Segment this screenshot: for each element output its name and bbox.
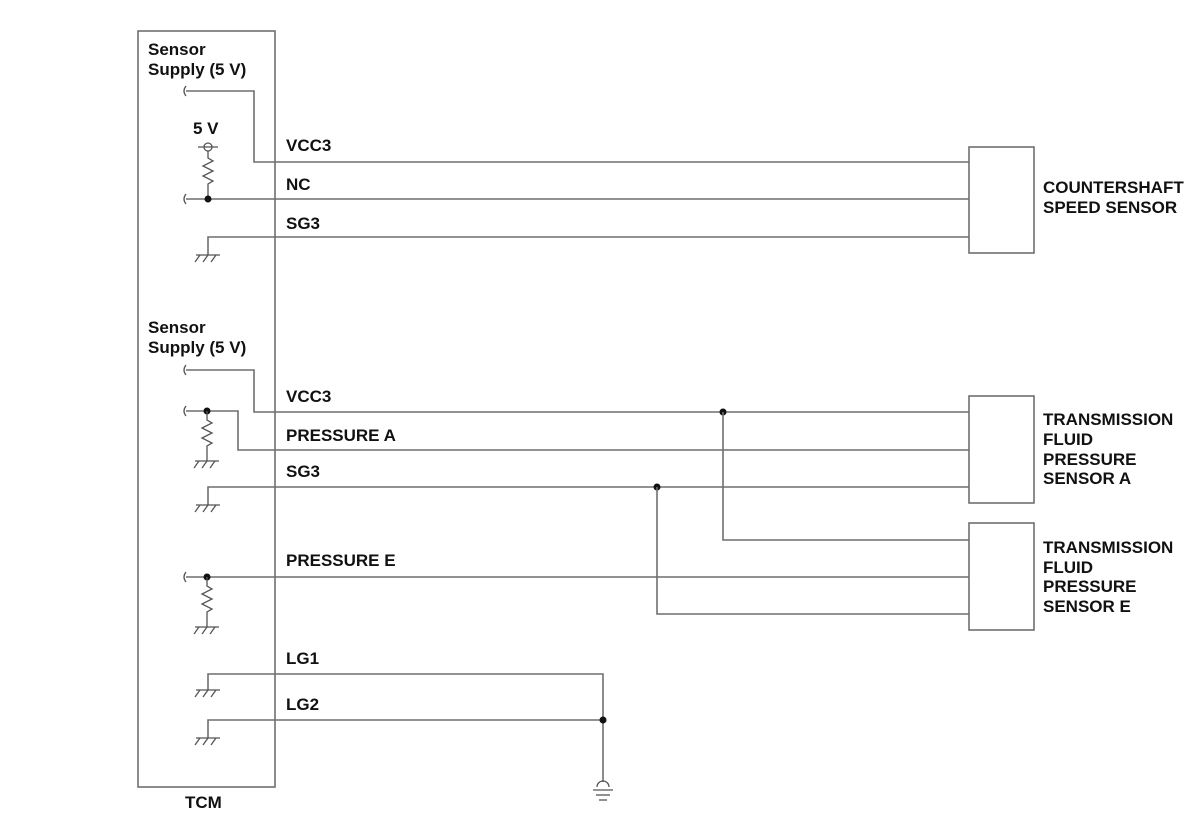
pull-down-resistor-a	[200, 411, 214, 461]
terminal-mark	[183, 405, 187, 417]
pressure-sensor-e-box	[968, 522, 1035, 631]
wire-sg3-top	[207, 236, 969, 255]
tcm-label: TCM	[185, 793, 222, 812]
ground-icon	[193, 460, 219, 469]
label-pressure-a: PRESSURE A	[286, 426, 396, 445]
terminal-mark	[183, 193, 187, 205]
sensor-e-label-1: TRANSMISSION	[1043, 538, 1173, 557]
label-sg3-top: SG3	[286, 214, 320, 233]
junction-dot	[204, 195, 212, 203]
terminal-mark	[183, 364, 187, 376]
five-v-label: 5 V	[193, 119, 219, 138]
wire-pressure-a	[186, 410, 969, 451]
junction-dot	[599, 716, 607, 724]
wire-vcc3-branch-e	[722, 412, 969, 541]
wire-sg3-branch-e	[656, 487, 969, 615]
terminal-mark	[183, 85, 187, 97]
countershaft-label-2: SPEED SENSOR	[1043, 198, 1177, 217]
sensor-supply-1-line2: Supply (5 V)	[148, 60, 246, 79]
chassis-ground-icon	[593, 780, 613, 801]
label-lg1: LG1	[286, 649, 319, 668]
sensor-a-label-4: SENSOR A	[1043, 469, 1131, 488]
pressure-sensor-a-box	[968, 395, 1035, 504]
ground-icon	[194, 504, 220, 513]
sensor-a-label-2: FLUID	[1043, 430, 1093, 449]
ground-icon	[194, 737, 220, 746]
wire-vcc3-mid	[186, 369, 969, 413]
ground-icon	[194, 254, 220, 263]
wire-lg1	[207, 673, 604, 720]
ground-icon	[194, 689, 220, 698]
wire-lg2	[207, 719, 604, 782]
sensor-supply-1-line1: Sensor	[148, 40, 206, 59]
sensor-supply-2-line1: Sensor	[148, 318, 206, 337]
label-vcc3-mid: VCC3	[286, 387, 331, 406]
countershaft-speed-sensor-box	[968, 146, 1035, 254]
sensor-a-label-3: PRESSURE	[1043, 450, 1137, 469]
sensor-e-label-2: FLUID	[1043, 558, 1093, 577]
pull-up-resistor	[201, 151, 215, 199]
label-nc: NC	[286, 175, 311, 194]
ground-icon	[193, 626, 219, 635]
label-pressure-e: PRESSURE E	[286, 551, 396, 570]
pull-down-resistor-e	[200, 577, 214, 627]
countershaft-label-1: COUNTERSHAFT	[1043, 178, 1184, 197]
sensor-supply-2-line2: Supply (5 V)	[148, 338, 246, 357]
sensor-e-label-4: SENSOR E	[1043, 597, 1131, 616]
sensor-e-label-3: PRESSURE	[1043, 577, 1137, 596]
wire-sg3-mid	[207, 486, 969, 505]
label-vcc3-top: VCC3	[286, 136, 331, 155]
sensor-a-label-1: TRANSMISSION	[1043, 410, 1173, 429]
label-sg3-mid: SG3	[286, 462, 320, 481]
terminal-mark	[183, 571, 187, 583]
wire-vcc3-top	[186, 90, 969, 163]
label-lg2: LG2	[286, 695, 319, 714]
